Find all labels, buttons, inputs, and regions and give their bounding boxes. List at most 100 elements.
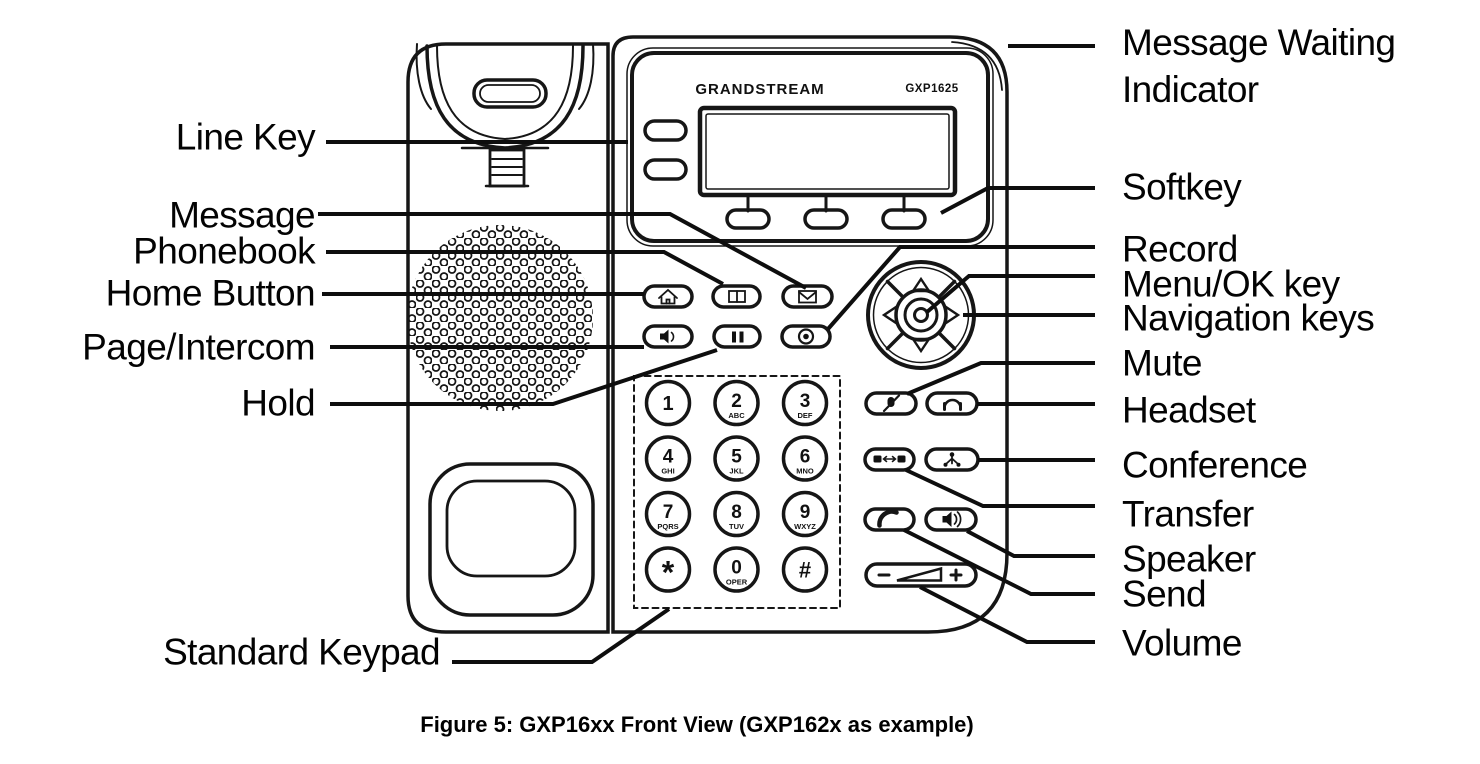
label-send: Send	[1122, 573, 1207, 615]
svg-text:*: *	[662, 555, 675, 591]
handset-hook	[460, 146, 550, 188]
svg-text:MNO: MNO	[796, 467, 814, 476]
callout-line-softkey	[940, 186, 1095, 215]
label-headset: Headset	[1122, 389, 1256, 431]
label-conference: Conference	[1122, 444, 1308, 486]
nav-left-icon	[881, 304, 898, 326]
keypad-key-8: 8 TUV	[713, 490, 760, 538]
keypad-key-4: 4 GHI	[644, 435, 692, 482]
softkey-1	[725, 208, 771, 230]
hold-pause-icon	[732, 331, 744, 343]
label-hold: Hold	[241, 382, 315, 424]
record-icon	[797, 328, 815, 345]
home-icon	[658, 288, 678, 305]
label-volume: Volume	[1122, 622, 1242, 664]
navigation-arrow-icons	[881, 276, 961, 354]
label-phonebook: Phonebook	[133, 230, 315, 272]
line-key-buttons	[643, 119, 688, 181]
label-message-waiting-indicator: Message Waiting Indicator	[1122, 22, 1396, 110]
label-transfer: Transfer	[1122, 493, 1254, 535]
svg-text:1: 1	[662, 393, 673, 415]
speaker-grille	[407, 225, 593, 411]
softkey-buttons	[725, 208, 927, 230]
conference-button	[924, 447, 980, 472]
send-handset-icon	[877, 509, 899, 528]
svg-text:5: 5	[731, 447, 742, 468]
keypad-key-3: 3 DEF	[781, 379, 829, 427]
keypad-key-hash: #	[781, 546, 829, 593]
callout-line-hold	[330, 348, 718, 406]
label-home-button: Home Button	[105, 272, 316, 314]
record-button	[780, 324, 832, 349]
display-panel	[626, 47, 994, 247]
mute-button	[864, 391, 918, 416]
message-icon	[798, 290, 817, 304]
headset-button	[925, 391, 979, 416]
svg-text:TUV: TUV	[729, 522, 744, 531]
keypad-key-9: 9 WXYZ	[781, 490, 829, 538]
conference-icon	[943, 452, 961, 467]
label-speaker: Speaker	[1122, 538, 1256, 580]
home-button	[642, 284, 694, 309]
page-intercom-button	[642, 324, 694, 349]
send-button	[863, 507, 916, 532]
volume-rocker	[864, 562, 978, 588]
handset-section	[406, 42, 610, 634]
hold-button	[712, 324, 762, 349]
svg-text:JKL: JKL	[729, 467, 744, 476]
transfer-button	[863, 447, 916, 472]
transfer-icon	[873, 455, 906, 463]
svg-text:6: 6	[800, 447, 811, 468]
handset-cradle	[415, 43, 595, 188]
svg-text:PQRS: PQRS	[657, 522, 678, 531]
menu-ok-button	[894, 288, 948, 342]
callout-line-speaker	[966, 529, 1095, 558]
speaker-icon	[942, 511, 962, 528]
nav-right-icon	[944, 304, 961, 326]
phonebook-icon	[728, 290, 746, 303]
volume-plus-icon	[949, 568, 963, 582]
mute-mic-icon	[882, 394, 901, 413]
phonebook-button	[711, 284, 762, 309]
nav-down-icon	[910, 337, 932, 354]
volume-wedge-icon	[896, 566, 943, 582]
callout-line-mute	[906, 361, 1095, 396]
keypad-key-5: 5 JKL	[713, 435, 760, 482]
softkey-3	[881, 208, 927, 230]
handset-rest	[428, 462, 595, 617]
keypad-key-0: 0 OPER	[713, 546, 760, 593]
lcd-screen	[697, 105, 958, 198]
callout-line-record	[826, 245, 1095, 331]
callout-line-volume	[919, 585, 1095, 644]
svg-text:7: 7	[663, 502, 674, 523]
phone-body	[611, 35, 1009, 634]
navigation-cluster	[866, 260, 976, 370]
line-key-2	[643, 158, 688, 181]
label-softkey: Softkey	[1122, 166, 1242, 208]
svg-text:3: 3	[800, 391, 811, 412]
keypad-key-6: 6 MNO	[781, 435, 829, 482]
label-standard-keypad: Standard Keypad	[163, 631, 441, 673]
label-navigation-keys: Navigation keys	[1122, 297, 1375, 339]
svg-text:GHI: GHI	[661, 467, 674, 476]
label-menu-ok-key: Menu/OK key	[1122, 263, 1340, 305]
label-mute: Mute	[1122, 342, 1202, 384]
figure-caption: Figure 5: GXP16xx Front View (GXP162x as…	[420, 712, 974, 737]
keypad-key-2: 2 ABC	[713, 379, 760, 427]
keypad-key-star: *	[644, 546, 692, 593]
svg-text:9: 9	[800, 502, 811, 523]
callout-line-menu-ok	[925, 274, 1095, 314]
svg-text:ABC: ABC	[728, 411, 745, 420]
keypad-boundary	[633, 375, 841, 609]
keypad-key-1: 1	[644, 379, 692, 427]
model-text: GXP1625	[905, 83, 958, 95]
keypad-key-7: 7 PQRS	[644, 490, 692, 538]
softkey-2	[803, 208, 849, 230]
label-line-key: Line Key	[175, 116, 316, 158]
callout-line-standard-keypad	[452, 607, 671, 664]
standard-keypad: 1 2 ABC 3 DEF 4 GHI 5 JKL 6 MNO	[644, 379, 829, 593]
callout-line-phonebook	[326, 250, 724, 286]
label-page-intercom: Page/Intercom	[82, 326, 315, 368]
